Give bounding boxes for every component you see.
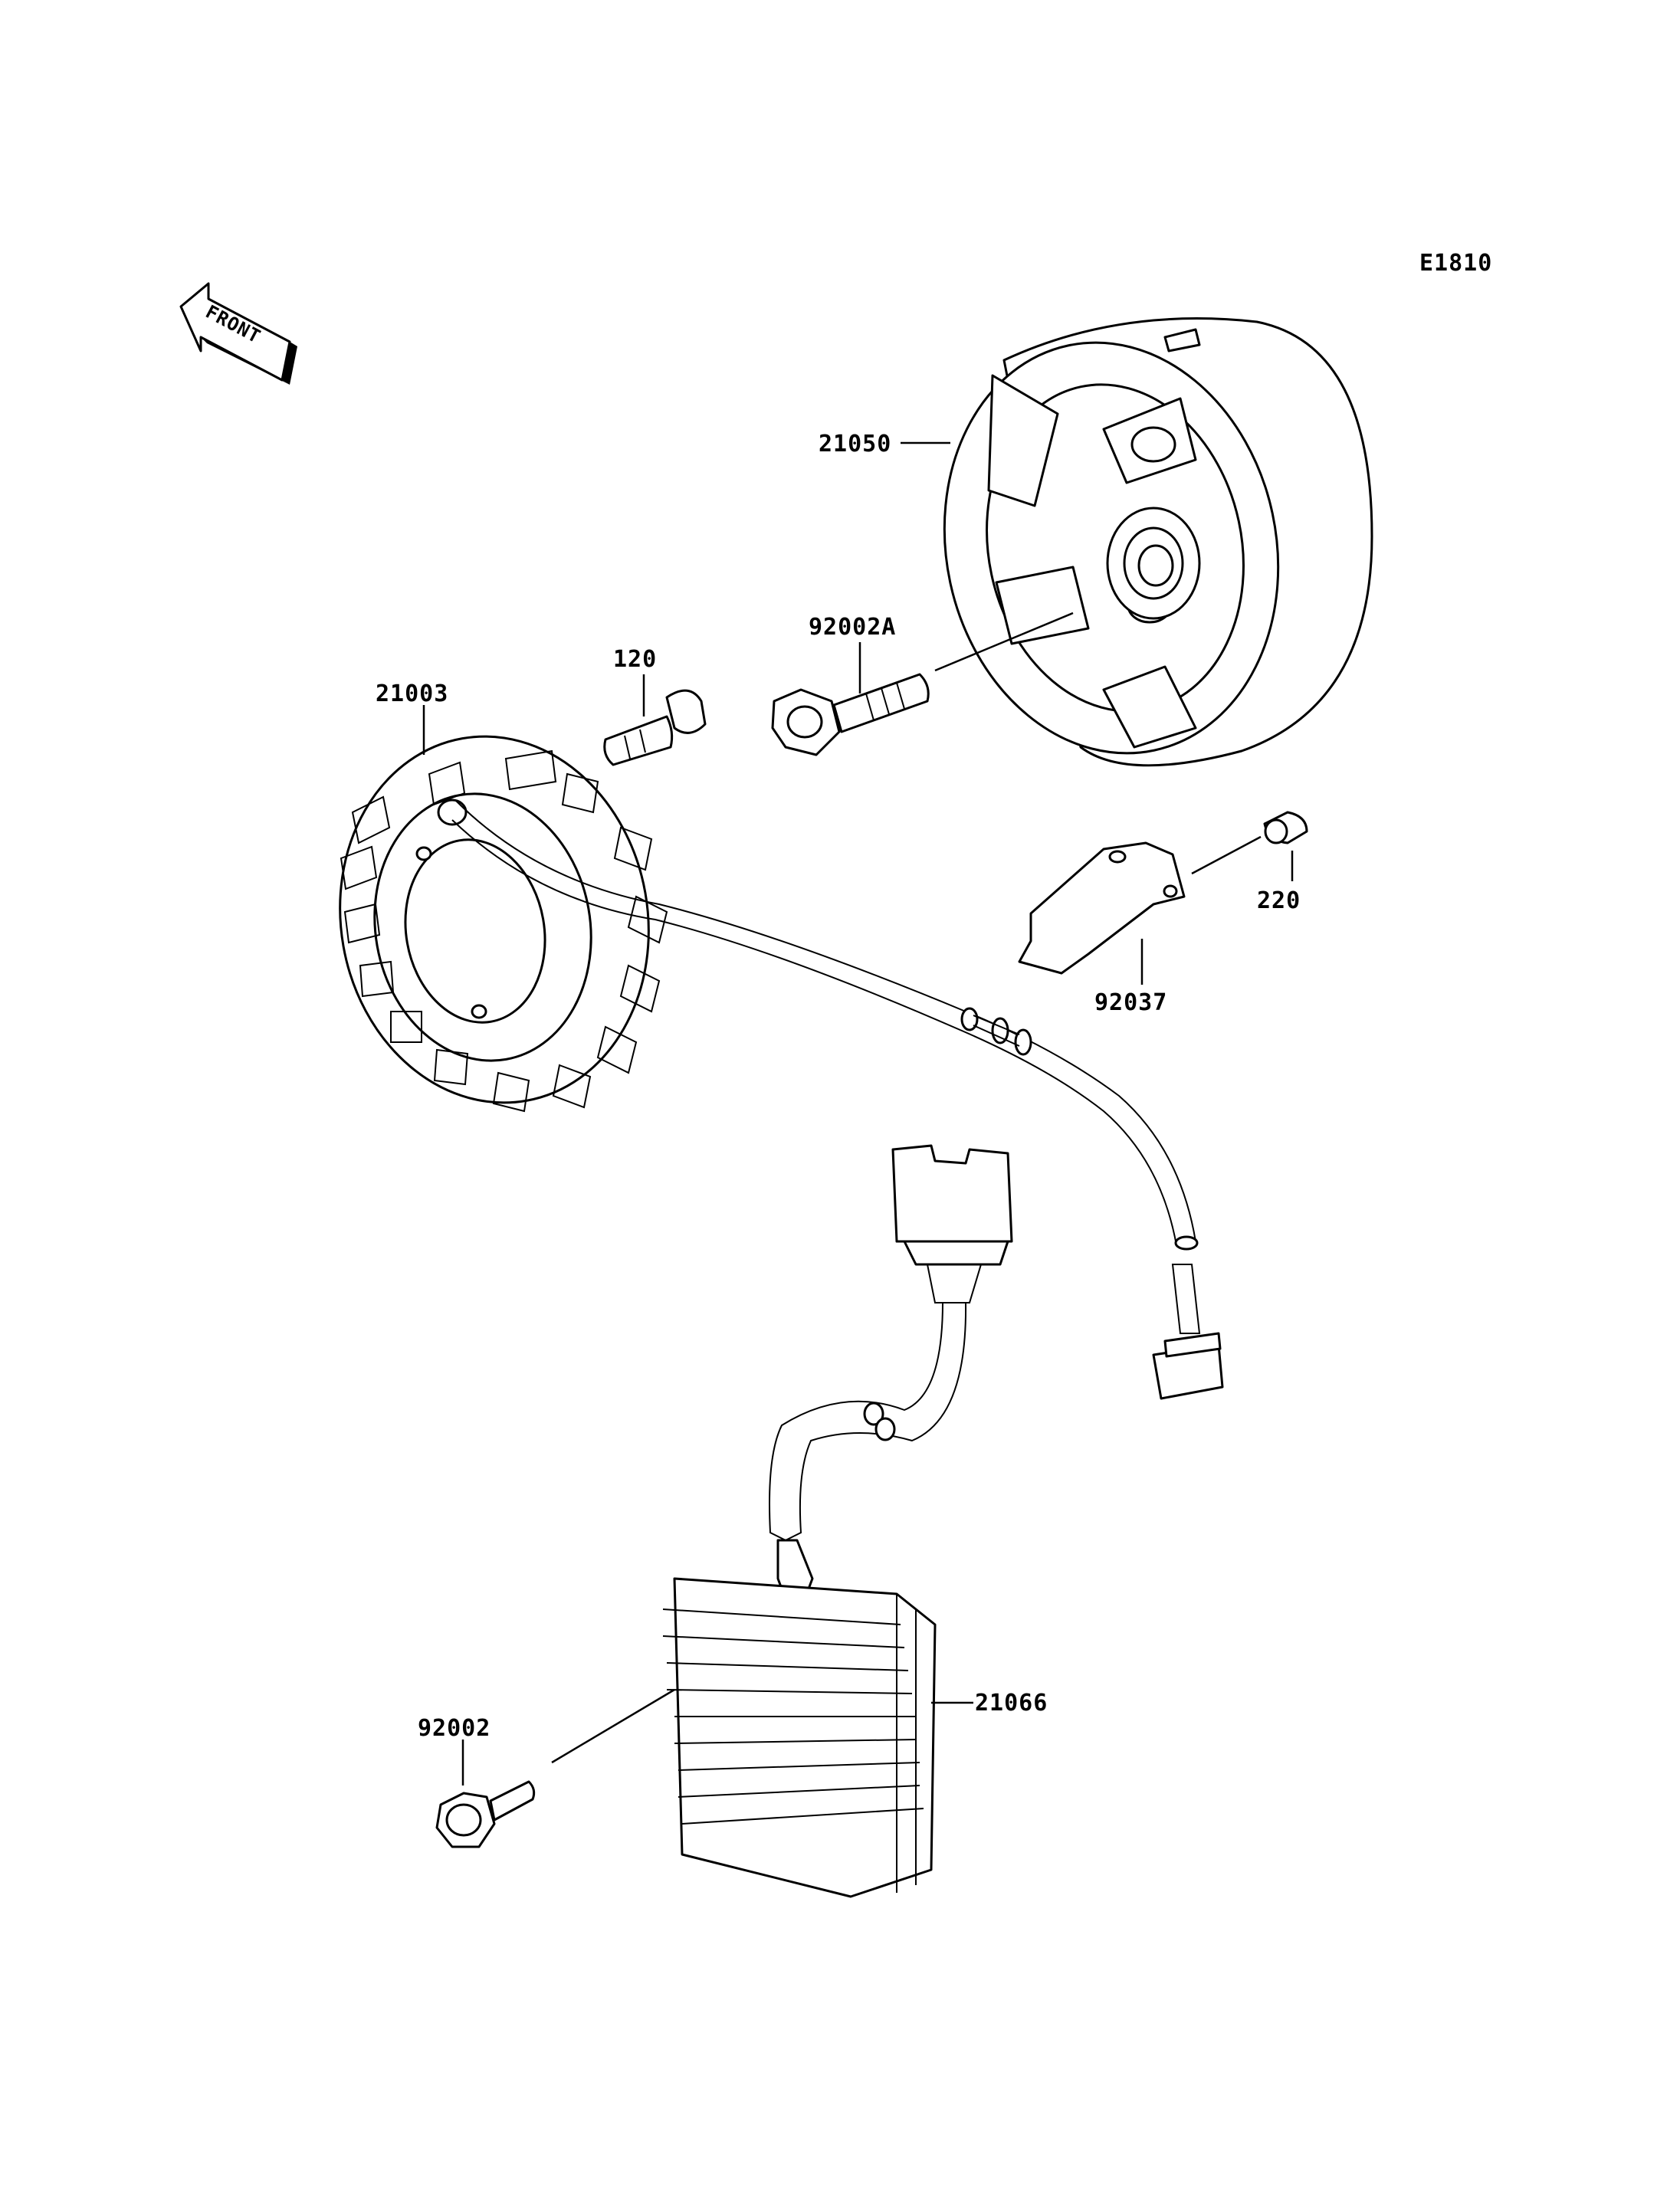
flywheel-bolt <box>771 673 930 756</box>
label-220: 220 <box>1257 887 1301 914</box>
stator <box>339 735 668 1113</box>
label-92037: 92037 <box>1094 989 1167 1016</box>
regulator-bolt <box>435 1780 536 1848</box>
label-120: 120 <box>613 646 657 673</box>
regulator-connector <box>769 1144 1013 1611</box>
diagram-code: E1810 <box>1419 250 1492 277</box>
regulator-rectifier <box>662 1577 937 1898</box>
wire-clamp-bracket <box>1018 841 1186 975</box>
label-21003: 21003 <box>376 680 448 707</box>
bracket-screw <box>1263 811 1308 844</box>
label-21066: 21066 <box>975 1690 1048 1717</box>
label-92002: 92002 <box>418 1715 491 1742</box>
front-arrow-icon: FRONT <box>179 282 297 385</box>
flywheel-rotor <box>943 317 1373 767</box>
label-21050: 21050 <box>819 431 891 457</box>
stator-bolt <box>603 689 707 766</box>
stator-wire-harness <box>451 800 1224 1400</box>
label-92002A: 92002A <box>809 614 896 641</box>
